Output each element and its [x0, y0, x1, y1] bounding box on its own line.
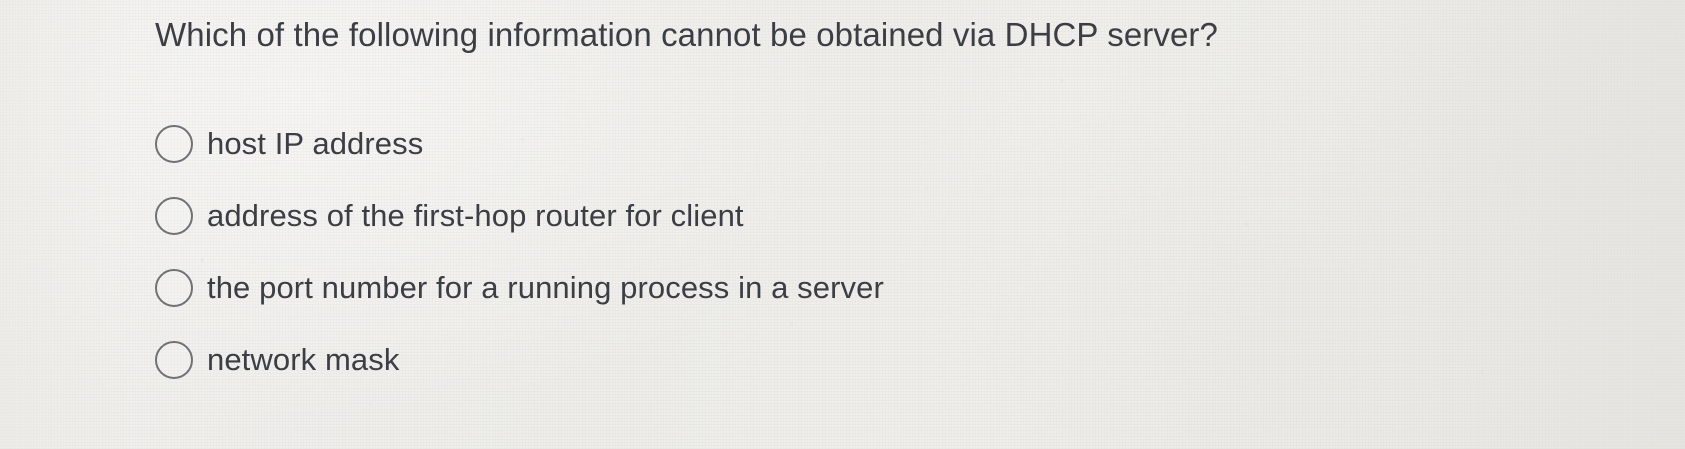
- option-row-host-ip-address[interactable]: host IP address: [155, 108, 1355, 180]
- option-label-c: the port number for a running process in…: [207, 270, 884, 305]
- question-prompt: Which of the following information canno…: [155, 16, 1218, 53]
- option-label-d: network mask: [207, 342, 400, 377]
- radio-button-icon-option-c[interactable]: [155, 269, 193, 307]
- option-row-network-mask[interactable]: network mask: [155, 324, 1355, 396]
- option-label-a: host IP address: [207, 126, 424, 161]
- radio-button-icon-option-d[interactable]: [155, 341, 193, 379]
- answer-options-list: host IP address address of the first-hop…: [155, 108, 1355, 396]
- option-label-b: address of the first-hop router for clie…: [207, 198, 744, 233]
- option-row-port-number[interactable]: the port number for a running process in…: [155, 252, 1355, 324]
- radio-button-icon-option-a[interactable]: [155, 125, 193, 163]
- option-row-first-hop-router[interactable]: address of the first-hop router for clie…: [155, 180, 1355, 252]
- radio-button-icon-option-b[interactable]: [155, 197, 193, 235]
